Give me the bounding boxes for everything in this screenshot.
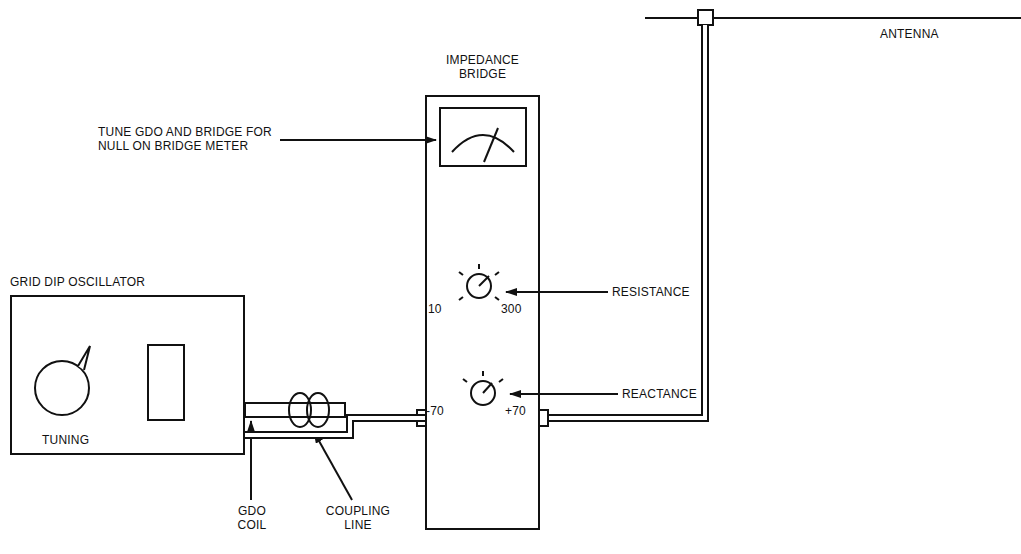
bridge-connector (539, 410, 548, 426)
coupling-loop (289, 393, 329, 427)
antenna-label: ANTENNA (880, 27, 939, 41)
meter-needle (484, 128, 498, 162)
coax-line (245, 418, 425, 435)
scale-number: +70 (505, 404, 526, 418)
coax-inner (245, 418, 425, 435)
part-label: GDO COIL (232, 504, 272, 532)
dial-window (148, 345, 184, 420)
scale-number: 300 (501, 302, 522, 316)
resistance-knob (459, 264, 499, 300)
callout-arrow (280, 139, 436, 141)
feedpoint (698, 10, 713, 25)
reactance-knob (463, 371, 503, 405)
feed-coax-inner (548, 25, 705, 418)
scale-number: -70 (426, 404, 444, 418)
box-heading: GRID DIP OSCILLATOR (10, 275, 145, 289)
control-label: RESISTANCE (612, 285, 690, 299)
bridge-meter (440, 108, 526, 166)
tuning-knob (35, 346, 90, 415)
instruction-note: TUNE GDO AND BRIDGE FOR NULL ON BRIDGE M… (98, 125, 280, 153)
box-heading: IMPEDANCE BRIDGE (428, 53, 538, 81)
scale-number: 10 (428, 302, 442, 316)
meter-scale (452, 135, 514, 152)
oscillator-box: GRID DIP OSCILLATORTUNING (10, 295, 245, 455)
part-label: COUPLING LINE (322, 504, 394, 532)
coax-outer (245, 418, 425, 435)
callout-arrow (510, 393, 618, 395)
knob-label: TUNING (42, 433, 89, 447)
bridge-box: IMPEDANCE BRIDGE (425, 95, 540, 530)
control-label: REACTANCE (622, 387, 697, 401)
callout-arrow (314, 432, 352, 500)
feed-coax (548, 25, 705, 418)
callout-arrow (506, 291, 608, 293)
